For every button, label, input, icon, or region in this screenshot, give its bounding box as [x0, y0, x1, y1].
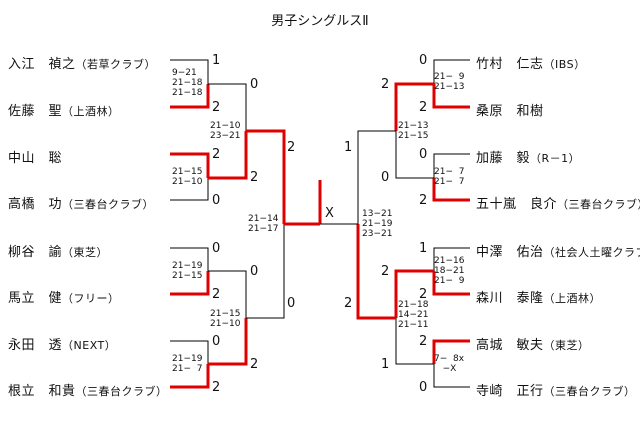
- score-left-78-r2: 2: [250, 357, 259, 372]
- game-score-right-top-r2: 21−13 21−15: [398, 121, 429, 141]
- player-left-8: 根立 和貴（三春台クラブ）: [8, 384, 168, 399]
- game-score-left-bottom-r2: 21−15 21−10: [210, 309, 241, 329]
- score-right-6-r1: 2: [419, 287, 428, 302]
- game-score-right-78: 7− 8x −X: [434, 354, 465, 374]
- score-left-12-r2: 0: [250, 77, 259, 92]
- player-right-5: 中澤 佑治（社会人土曜クラブ）: [476, 245, 640, 260]
- game-score-right-sf: 13−21 21−19 23−21: [362, 209, 393, 239]
- player-left-3: 中山 聡: [8, 151, 63, 166]
- line-right-r2-78: [395, 318, 434, 365]
- player-right-7: 高城 敏夫（東芝）: [476, 338, 590, 353]
- game-score-right-34: 21− 7 21− 7: [434, 167, 465, 187]
- line-left-5: [170, 247, 209, 271]
- player-left-4: 高橋 功（三春台クラブ）: [8, 197, 155, 212]
- score-left-34-r2: 2: [250, 170, 259, 185]
- score-right-top-sf: 1: [344, 140, 353, 155]
- line-left-r2-12: [208, 83, 247, 131]
- line-left-sf-top: [246, 129, 286, 224]
- score-left-3-r1: 2: [212, 147, 221, 162]
- line-right-3: [433, 153, 470, 178]
- line-right-2: [432, 84, 470, 109]
- line-right-r2-12: [394, 82, 434, 131]
- line-left-sf-bottom: [246, 224, 285, 319]
- player-left-5: 柳谷 諭（東芝）: [8, 245, 109, 260]
- score-left-2-r1: 2: [212, 100, 221, 115]
- line-right-r2-34: [395, 131, 434, 179]
- line-left-3: [170, 152, 210, 178]
- line-left-1: [170, 59, 209, 84]
- game-score-left-78: 21−19 21− 7: [172, 354, 203, 374]
- player-right-1: 竹村 仁志（IBS）: [476, 57, 586, 72]
- line-left-r2-78: [208, 318, 248, 366]
- line-left-r2-34: [208, 131, 248, 180]
- player-left-6: 馬立 健（フリー）: [8, 291, 120, 306]
- score-right-3-r1: 0: [419, 147, 428, 162]
- player-right-6: 森川 泰隆（上酒林）: [476, 291, 602, 306]
- player-right-3: 加藤 毅（R－1）: [476, 151, 581, 166]
- game-score-left-12: 9−21 21−18 21−18: [172, 68, 203, 98]
- game-score-left-34: 21−15 21−10: [172, 167, 203, 187]
- player-right-4: 五十嵐 良介（三春台クラブ）: [476, 197, 640, 212]
- line-left-6: [170, 271, 210, 296]
- score-right-5-r1: 1: [419, 241, 428, 256]
- score-right-56-r2: 2: [381, 264, 390, 279]
- line-left-7: [170, 340, 209, 364]
- score-right-1-r1: 0: [419, 53, 428, 68]
- game-score-right-56: 21−16 18−21 21− 9: [434, 256, 465, 286]
- score-left-56-r2: 0: [250, 264, 259, 279]
- line-left-4: [170, 178, 209, 201]
- line-right-1: [433, 59, 470, 84]
- game-score-left-top-r2: 21−10 23−21: [210, 121, 241, 141]
- score-left-4-r1: 0: [212, 193, 221, 208]
- line-right-6: [432, 271, 470, 296]
- score-right-4-r1: 2: [419, 193, 428, 208]
- score-left-6-r1: 2: [212, 287, 221, 302]
- game-score-left-sf: 21−14 21−17: [248, 214, 279, 234]
- player-left-2: 佐藤 聖（上酒林）: [8, 104, 120, 119]
- line-right-8: [433, 364, 470, 388]
- line-right-sf-bottom: [356, 224, 396, 320]
- score-right-bottom-sf: 2: [344, 296, 353, 311]
- line-right-4: [432, 178, 470, 202]
- line-left-8: [170, 364, 210, 389]
- score-left-1-r1: 1: [212, 53, 221, 68]
- game-score-right-12: 21− 9 21−13: [434, 72, 465, 92]
- game-score-left-56: 21−19 21−15: [172, 261, 203, 281]
- score-right-8-r1: 0: [419, 380, 428, 395]
- page-title: 男子シングルスⅡ: [271, 14, 369, 29]
- line-left-r2-56: [208, 270, 247, 318]
- score-left-8-r1: 2: [212, 380, 221, 395]
- score-left-5-r1: 0: [212, 241, 221, 256]
- game-score-right-bottom-r2: 21−18 14−21 21−11: [398, 300, 429, 330]
- player-left-1: 入江 禎之（若草クラブ）: [8, 57, 157, 72]
- score-left-bottom-sf: 0: [287, 296, 296, 311]
- score-right-78-r2: 1: [381, 357, 390, 372]
- line-right-sf-top: [357, 130, 396, 224]
- line-right-r2-56: [394, 269, 434, 318]
- score-right-7-r1: 2: [419, 334, 428, 349]
- player-right-8: 寺崎 正行（三春台クラブ）: [476, 384, 636, 399]
- score-left-7-r1: 0: [212, 334, 221, 349]
- score-left-top-sf: 2: [287, 140, 296, 155]
- line-right-5: [433, 247, 470, 271]
- score-right-12-r2: 2: [381, 77, 390, 92]
- line-right-7: [432, 339, 470, 364]
- player-left-7: 永田 透（NEXT）: [8, 338, 117, 353]
- line-left-2: [170, 84, 210, 109]
- final-mark: X: [325, 206, 334, 221]
- score-right-34-r2: 0: [381, 170, 390, 185]
- player-right-2: 桑原 和樹: [476, 104, 544, 119]
- score-right-2-r1: 2: [419, 100, 428, 115]
